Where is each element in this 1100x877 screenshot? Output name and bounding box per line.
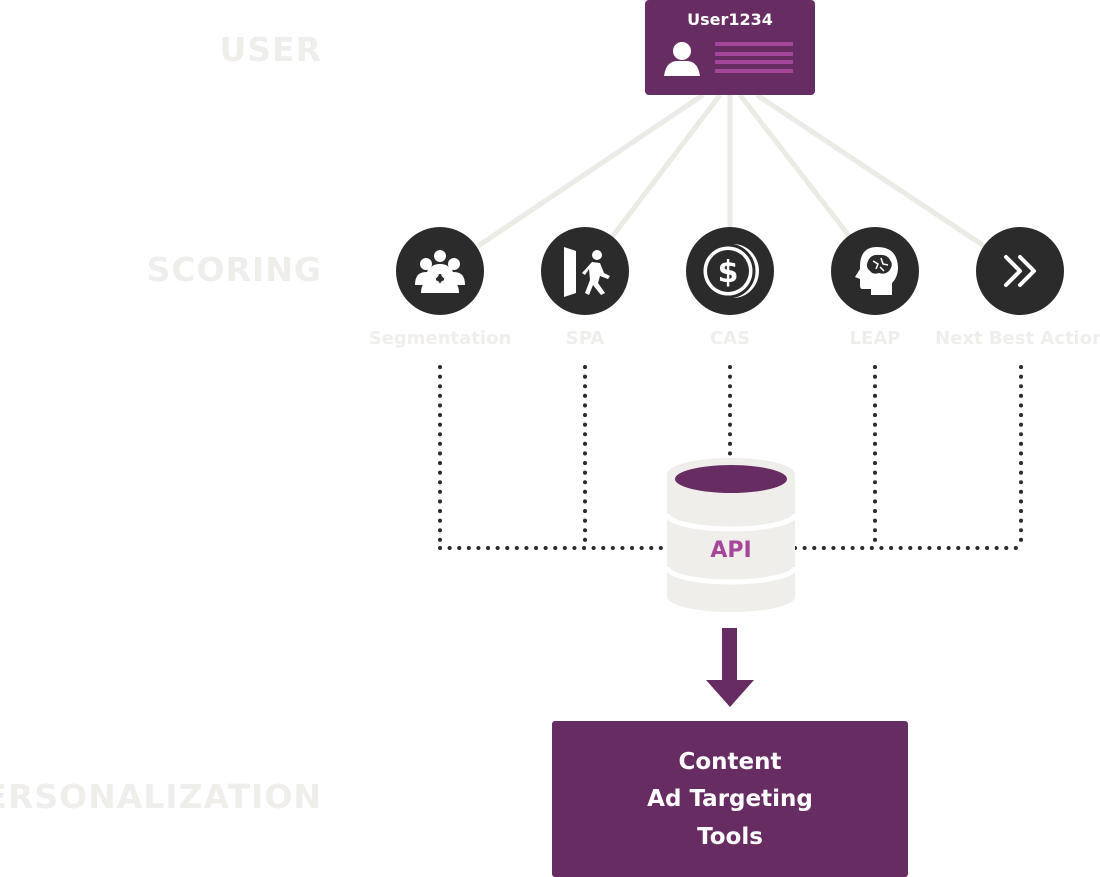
scoring-label-spa: SPA [565,328,605,349]
scoring-dotted-lines [438,365,1023,550]
down-arrow-icon [706,628,754,707]
leap-circle [831,227,919,315]
dollar-coin-icon: $ [700,243,759,299]
person-icon [664,42,700,76]
user-connector-lines [476,92,986,249]
personalization-box: Content Ad Targeting Tools [552,721,908,877]
user-name: User1234 [687,10,773,29]
output-line-ad-targeting: Ad Targeting [647,786,813,812]
double-chevron-right-icon [1004,255,1036,287]
row-label-user: USER [219,30,322,69]
scoring-label-segmentation: Segmentation [368,328,512,349]
profile-lines-icon [715,42,793,73]
output-line-content: Content [678,749,782,775]
svg-text:$: $ [718,255,739,290]
api-label: API [710,538,752,563]
database-icon [664,458,798,612]
scoring-label-cas: CAS [709,328,751,349]
brain-head-icon [855,247,898,295]
scoring-label-leap: LEAP [849,328,901,349]
segmentation-circle [396,227,484,315]
group-icon [415,250,465,293]
row-label-personalization: PERSONALIZATION [0,777,322,816]
row-label-scoring: SCORING [146,250,322,289]
spa-circle [541,227,629,315]
next-best-action-circle [976,227,1064,315]
exit-door-icon [564,247,610,297]
scoring-label-next-best-action: Next Best Action [935,328,1100,349]
cas-circle: $ [686,227,774,315]
user-card: User1234 [645,0,815,95]
output-line-tools: Tools [697,824,763,850]
